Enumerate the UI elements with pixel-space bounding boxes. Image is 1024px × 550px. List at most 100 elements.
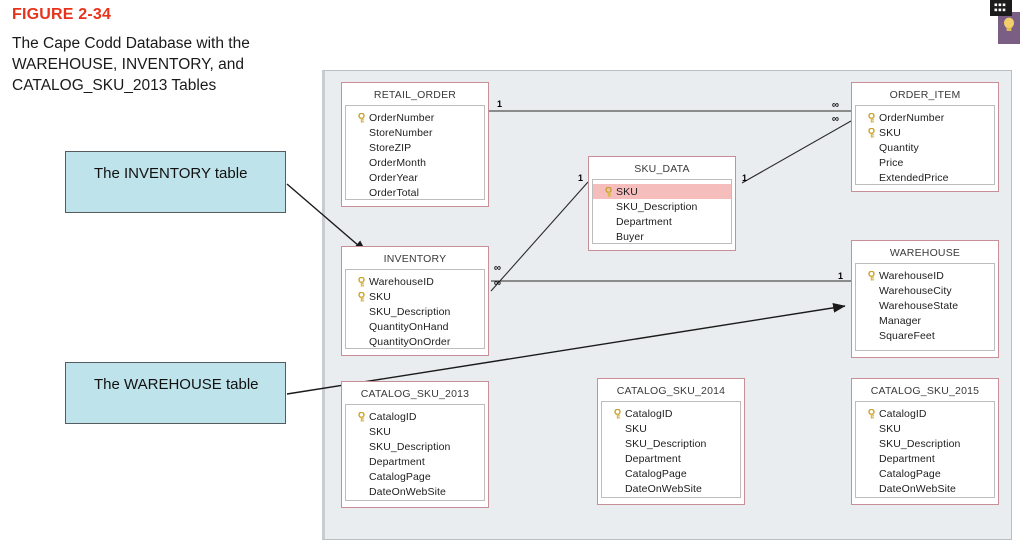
primary-key-icon <box>864 112 879 123</box>
table-field-label: Department <box>625 452 681 465</box>
table-field-row[interactable]: Buyer <box>593 229 731 244</box>
table-field-row[interactable]: WarehouseCity <box>856 283 994 298</box>
cardinality-warehouse-one: 1 <box>838 271 844 281</box>
table-field-label: DateOnWebSite <box>879 482 956 495</box>
table-field-label: SKU <box>879 422 901 435</box>
table-field-row[interactable]: WarehouseID <box>856 268 994 283</box>
film-strip-icon <box>993 2 1009 14</box>
table-field-row[interactable]: DateOnWebSite <box>346 484 484 499</box>
figure-label: FIGURE 2-34 <box>12 6 112 23</box>
table-field-row[interactable]: SKU_Description <box>602 436 740 451</box>
table-field-row[interactable]: QuantityOnHand <box>346 319 484 334</box>
table-title: ORDER_ITEM <box>889 89 961 101</box>
table-field-label: QuantityOnOrder <box>369 335 451 348</box>
table-field-label: SKU_Description <box>616 200 698 213</box>
table-field-row[interactable]: CatalogPage <box>602 466 740 481</box>
table-field-row[interactable]: OrderYear <box>346 170 484 185</box>
table-field-label: StoreNumber <box>369 126 433 139</box>
table-field-row[interactable]: SKU_Description <box>593 199 731 214</box>
table-field-label: OrderNumber <box>369 111 435 124</box>
table-field-label: OrderNumber <box>879 111 945 124</box>
table-field-row[interactable]: Price <box>856 155 994 170</box>
table-field-row[interactable]: Department <box>602 451 740 466</box>
lightbulb-icon <box>1004 17 1014 31</box>
table-field-row[interactable]: CatalogPage <box>856 466 994 481</box>
table-field-label: OrderMonth <box>369 156 427 169</box>
table-field-row[interactable]: Department <box>856 451 994 466</box>
table-field-label: OrderTotal <box>369 186 420 199</box>
table-field-row[interactable]: StoreNumber <box>346 125 484 140</box>
table-field-row[interactable]: Quantity <box>856 140 994 155</box>
table-field-label: DateOnWebSite <box>625 482 702 495</box>
table-field-label: SKU <box>369 290 391 303</box>
film-strip-badge <box>990 0 1012 16</box>
table-field-label: SKU <box>369 425 391 438</box>
table-field-row[interactable]: ExtendedPrice <box>856 170 994 185</box>
table-field-label: CatalogPage <box>369 470 431 483</box>
cardinality-sku-data-one-right: 1 <box>742 173 748 183</box>
table-field-row[interactable]: WarehouseID <box>346 274 484 289</box>
table-field-row[interactable]: SKU <box>856 421 994 436</box>
table-field-label: WarehouseID <box>879 269 944 282</box>
table-field-row[interactable]: WarehouseState <box>856 298 994 313</box>
table-field-row[interactable]: SKU_Description <box>346 439 484 454</box>
table-field-row[interactable]: OrderMonth <box>346 155 484 170</box>
table-field-label: Buyer <box>616 230 644 243</box>
table-field-row[interactable]: SKU_Description <box>346 304 484 319</box>
table-field-row[interactable]: CatalogID <box>602 406 740 421</box>
cardinality-sku-data-one-left: 1 <box>578 173 584 183</box>
table-field-row[interactable]: StoreZIP <box>346 140 484 155</box>
table-field-row[interactable]: SKU <box>602 421 740 436</box>
table-field-row[interactable]: SKU <box>593 184 731 199</box>
table-field-row[interactable]: DateOnWebSite <box>856 481 994 496</box>
table-field-label: QuantityOnHand <box>369 320 449 333</box>
table-field-row[interactable]: Manager <box>856 313 994 328</box>
table-field-label: Department <box>616 215 672 228</box>
cardinality-retail-order-one: 1 <box>497 99 503 109</box>
table-field-row[interactable]: DateOnWebSite <box>602 481 740 496</box>
table-field-row[interactable]: OrderTotal <box>346 185 484 200</box>
table-field-row[interactable]: SKU <box>346 424 484 439</box>
table-field-label: SKU <box>625 422 647 435</box>
table-field-row[interactable]: CatalogID <box>856 406 994 421</box>
figure-caption: The Cape Codd Database with the WAREHOUS… <box>12 35 250 94</box>
table-field-row[interactable]: SKU_Description <box>856 436 994 451</box>
callout-inventory: The INVENTORY table <box>65 151 286 213</box>
table-field-row[interactable]: Department <box>593 214 731 229</box>
table-field-row[interactable]: CatalogPage <box>346 469 484 484</box>
table-field-row[interactable]: CatalogID <box>346 409 484 424</box>
primary-key-icon <box>354 291 369 302</box>
table-field-label: DateOnWebSite <box>369 485 446 498</box>
table-field-row[interactable]: QuantityOnOrder <box>346 334 484 349</box>
primary-key-icon <box>864 127 879 138</box>
table-field-row[interactable]: SquareFeet <box>856 328 994 343</box>
table-field-row[interactable]: OrderNumber <box>856 110 994 125</box>
table-field-label: Department <box>369 455 425 468</box>
table-field-label: StoreZIP <box>369 141 412 154</box>
table-field-label: CatalogID <box>369 410 417 423</box>
table-field-row[interactable]: OrderNumber <box>346 110 484 125</box>
table-field-label: CatalogPage <box>625 467 687 480</box>
primary-key-icon <box>354 411 369 422</box>
table-title: CATALOG_SKU_2014 <box>616 385 726 397</box>
primary-key-icon <box>354 112 369 123</box>
table-field-row[interactable]: Department <box>346 454 484 469</box>
table-field-row[interactable]: SKU <box>346 289 484 304</box>
corner-widget <box>984 0 1020 44</box>
lightbulb-badge <box>998 12 1020 44</box>
cardinality-order-item-many-top <box>829 102 842 110</box>
table-field-row[interactable]: SKU <box>856 125 994 140</box>
primary-key-icon <box>610 408 625 419</box>
